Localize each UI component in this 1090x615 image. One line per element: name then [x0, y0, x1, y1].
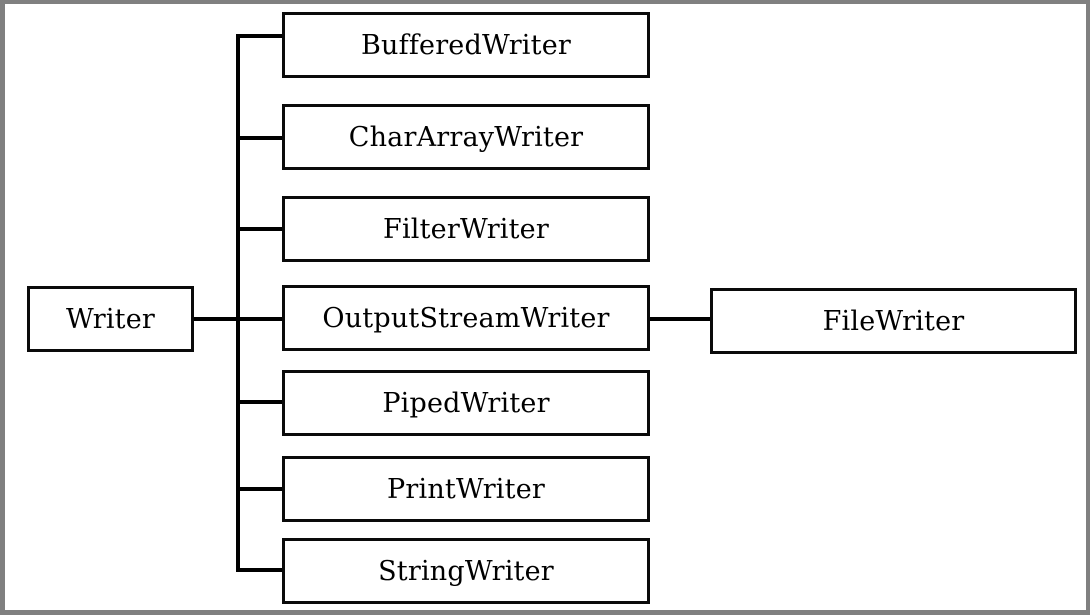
frame-border-bottom — [0, 610, 1090, 615]
node-piped-writer-label: PipedWriter — [382, 387, 550, 419]
node-file-writer[interactable]: FileWriter — [710, 288, 1077, 354]
connector-to-buffered-writer — [236, 34, 284, 38]
node-buffered-writer-label: BufferedWriter — [361, 29, 571, 61]
connector-to-piped-writer — [236, 400, 284, 404]
node-string-writer-label: StringWriter — [378, 555, 554, 587]
frame-border-top — [0, 0, 1090, 4]
node-piped-writer[interactable]: PipedWriter — [282, 370, 650, 436]
cropped-text-artifact: ........... — [137, 0, 227, 3]
connector-output-stream-writer-to-file-writer — [648, 317, 712, 321]
connector-to-filter-writer — [236, 227, 284, 231]
connector-to-string-writer — [236, 568, 284, 572]
node-filter-writer-label: FilterWriter — [383, 213, 549, 245]
node-char-array-writer[interactable]: CharArrayWriter — [282, 104, 650, 170]
node-output-stream-writer[interactable]: OutputStreamWriter — [282, 285, 650, 351]
node-file-writer-label: FileWriter — [822, 305, 965, 337]
node-writer-label: Writer — [65, 303, 156, 335]
connector-to-print-writer — [236, 487, 284, 491]
node-string-writer[interactable]: StringWriter — [282, 538, 650, 604]
node-char-array-writer-label: CharArrayWriter — [348, 121, 584, 153]
connector-writer-to-trunk — [192, 317, 240, 321]
node-output-stream-writer-label: OutputStreamWriter — [322, 302, 610, 334]
node-writer[interactable]: Writer — [27, 286, 194, 352]
node-buffered-writer[interactable]: BufferedWriter — [282, 12, 650, 78]
trunk-vertical-line — [236, 34, 240, 572]
frame-border-left — [0, 0, 5, 615]
node-print-writer-label: PrintWriter — [387, 473, 545, 505]
connector-to-output-stream-writer — [236, 317, 284, 321]
connector-to-char-array-writer — [236, 136, 284, 140]
frame-border-right — [1086, 0, 1090, 615]
node-filter-writer[interactable]: FilterWriter — [282, 196, 650, 262]
node-print-writer[interactable]: PrintWriter — [282, 456, 650, 522]
